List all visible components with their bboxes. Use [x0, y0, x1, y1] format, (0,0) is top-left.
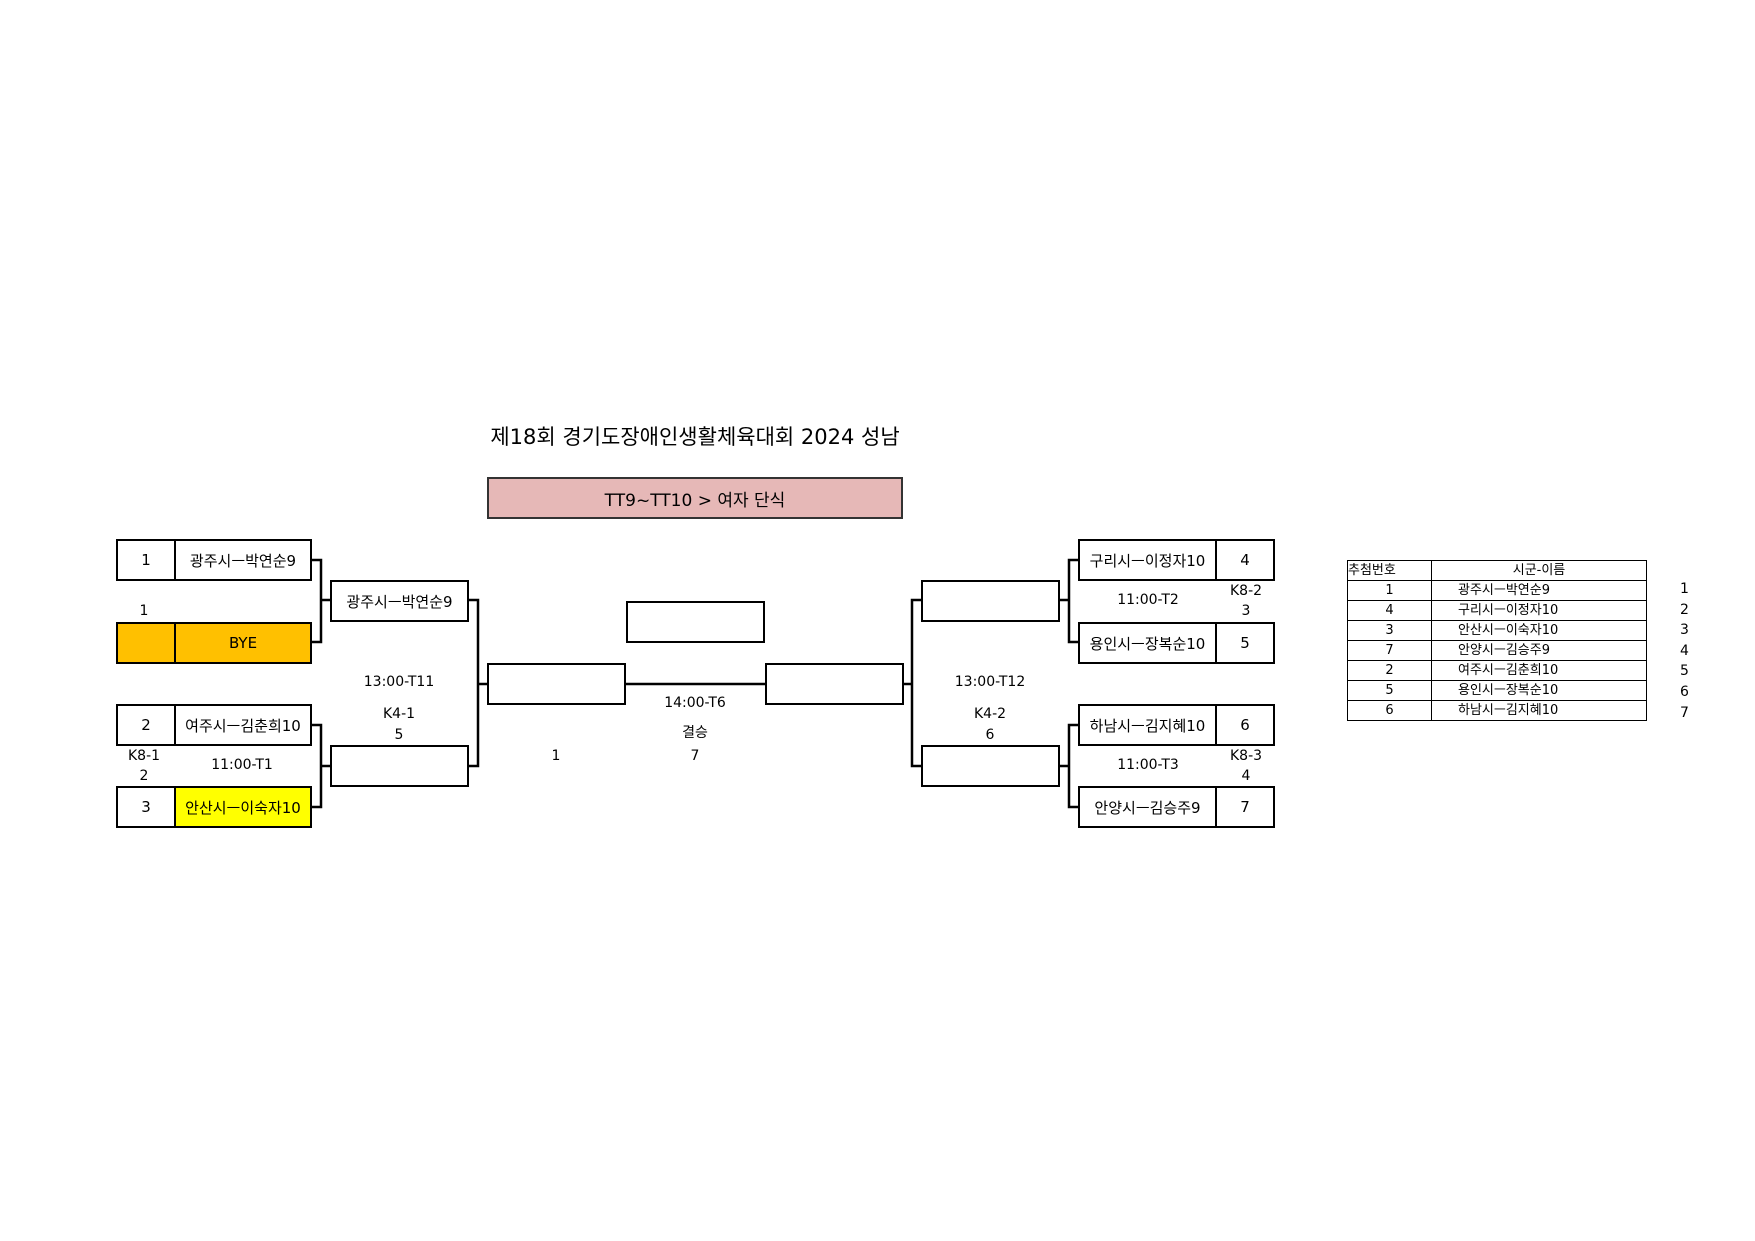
- seed-number: 4: [1215, 541, 1273, 579]
- draw-number: 6: [1347, 700, 1432, 721]
- player-name: 용인시ㅡ장복순10: [1089, 634, 1206, 653]
- player-name: 여주시ㅡ김춘희10: [185, 716, 301, 735]
- match3-code: K8-3: [1229, 748, 1263, 764]
- player-name: [923, 747, 1058, 785]
- champion-slot[interactable]: [626, 601, 765, 643]
- row-index: 6: [1680, 684, 1689, 700]
- header-draw-number: 추첨번호: [1347, 560, 1432, 581]
- match1-code: K8-1: [127, 748, 161, 764]
- player-name: 안산시ㅡ이숙자10: [1431, 620, 1647, 641]
- draw-number: 5: [1347, 680, 1432, 701]
- seed-number: 7: [1215, 788, 1273, 826]
- row-index: 4: [1680, 642, 1689, 659]
- draw-number: 7: [1347, 640, 1432, 661]
- seed-number: 3: [118, 788, 176, 826]
- final-number: 7: [690, 748, 700, 764]
- final-time: 14:00-T6: [664, 695, 726, 711]
- player-name: 구리시ㅡ이정자10: [1089, 551, 1206, 570]
- seed-number: 6: [1215, 706, 1273, 744]
- seed-number: 2: [118, 706, 176, 744]
- match2-code: K8-2: [1229, 583, 1263, 599]
- semi-left-number: 5: [394, 727, 404, 743]
- draw-number: 4: [1347, 600, 1432, 621]
- header-name: 시군-이름: [1431, 560, 1647, 581]
- seed-number: 5: [1215, 624, 1273, 662]
- player-name: 용인시ㅡ장복순10: [1431, 680, 1647, 701]
- right-r1-slot-4[interactable]: 안양시ㅡ김승주9 7: [1078, 786, 1275, 828]
- match3-number: 4: [1241, 768, 1251, 784]
- player-name: [489, 665, 624, 703]
- row-index: 3: [1680, 622, 1689, 639]
- player-name: 안양시ㅡ김승주9: [1094, 798, 1201, 817]
- left-r1-slot-3[interactable]: 2 여주시ㅡ김춘희10: [116, 704, 312, 746]
- left-r2-slot-1[interactable]: 광주시ㅡ박연순9: [330, 580, 469, 622]
- semi-number: 1: [551, 748, 561, 764]
- row-index: 1: [1680, 581, 1689, 597]
- category-label: TT9~TT10 > 여자 단식: [604, 490, 786, 511]
- bye-match-number: 1: [139, 603, 149, 619]
- semi-right-code: K4-2: [973, 706, 1007, 722]
- right-r1-slot-1[interactable]: 구리시ㅡ이정자10 4: [1078, 539, 1275, 581]
- semi-right-number: 6: [985, 727, 995, 743]
- left-r1-slot-bye[interactable]: BYE: [116, 622, 312, 664]
- player-name: 안양시ㅡ김승주9: [1431, 640, 1647, 661]
- final-label: 결승: [682, 725, 708, 741]
- player-name: 구리시ㅡ이정자10: [1431, 600, 1647, 621]
- match2-time: 11:00-T2: [1117, 592, 1179, 608]
- match1-time: 11:00-T1: [211, 757, 273, 773]
- row-index: 7: [1680, 704, 1689, 721]
- draw-number: 3: [1347, 620, 1432, 641]
- semi-left-time: 13:00-T11: [363, 674, 435, 690]
- row-index: 5: [1680, 663, 1689, 680]
- right-r1-slot-2[interactable]: 용인시ㅡ장복순10 5: [1078, 622, 1275, 664]
- draw-number: 1: [1347, 580, 1432, 601]
- player-name: [767, 665, 902, 703]
- seed-number: 1: [118, 541, 176, 579]
- player-name: 하남시ㅡ김지혜10: [1431, 700, 1647, 721]
- player-name: [332, 747, 467, 785]
- semi-right-time: 13:00-T12: [954, 674, 1026, 690]
- page-title: 제18회 경기도장애인생활체육대회 2024 성남: [490, 425, 900, 449]
- left-r1-slot-4[interactable]: 3 안산시ㅡ이숙자10: [116, 786, 312, 828]
- player-name: 광주시ㅡ박연순9: [189, 551, 297, 570]
- player-name: BYE: [228, 634, 258, 652]
- player-name: 광주시ㅡ박연순9: [1431, 580, 1647, 601]
- left-r2-slot-2[interactable]: [330, 745, 469, 787]
- match2-number: 3: [1241, 603, 1251, 619]
- player-name: [923, 582, 1058, 620]
- semi-left-code: K4-1: [382, 706, 416, 722]
- player-name: 하남시ㅡ김지혜10: [1089, 716, 1206, 735]
- player-name: 광주시ㅡ박연순9: [346, 592, 453, 611]
- draw-number: 2: [1347, 660, 1432, 681]
- row-index: 2: [1680, 601, 1689, 618]
- table-header: 추첨번호 시군-이름: [1347, 560, 1647, 581]
- match3-time: 11:00-T3: [1117, 757, 1179, 773]
- right-r2-slot-1[interactable]: [921, 580, 1060, 622]
- player-name: 여주시ㅡ김춘희10: [1431, 660, 1647, 681]
- left-r1-slot-1[interactable]: 1 광주시ㅡ박연순9: [116, 539, 312, 581]
- final-right-slot[interactable]: [765, 663, 904, 705]
- match1-number: 2: [139, 768, 149, 784]
- player-name: 안산시ㅡ이숙자10: [176, 788, 310, 826]
- seed-number: [118, 624, 176, 662]
- right-r2-slot-2[interactable]: [921, 745, 1060, 787]
- right-r1-slot-3[interactable]: 하남시ㅡ김지혜10 6: [1078, 704, 1275, 746]
- final-left-slot[interactable]: [487, 663, 626, 705]
- player-name: [628, 603, 763, 641]
- category-banner: TT9~TT10 > 여자 단식: [487, 477, 903, 519]
